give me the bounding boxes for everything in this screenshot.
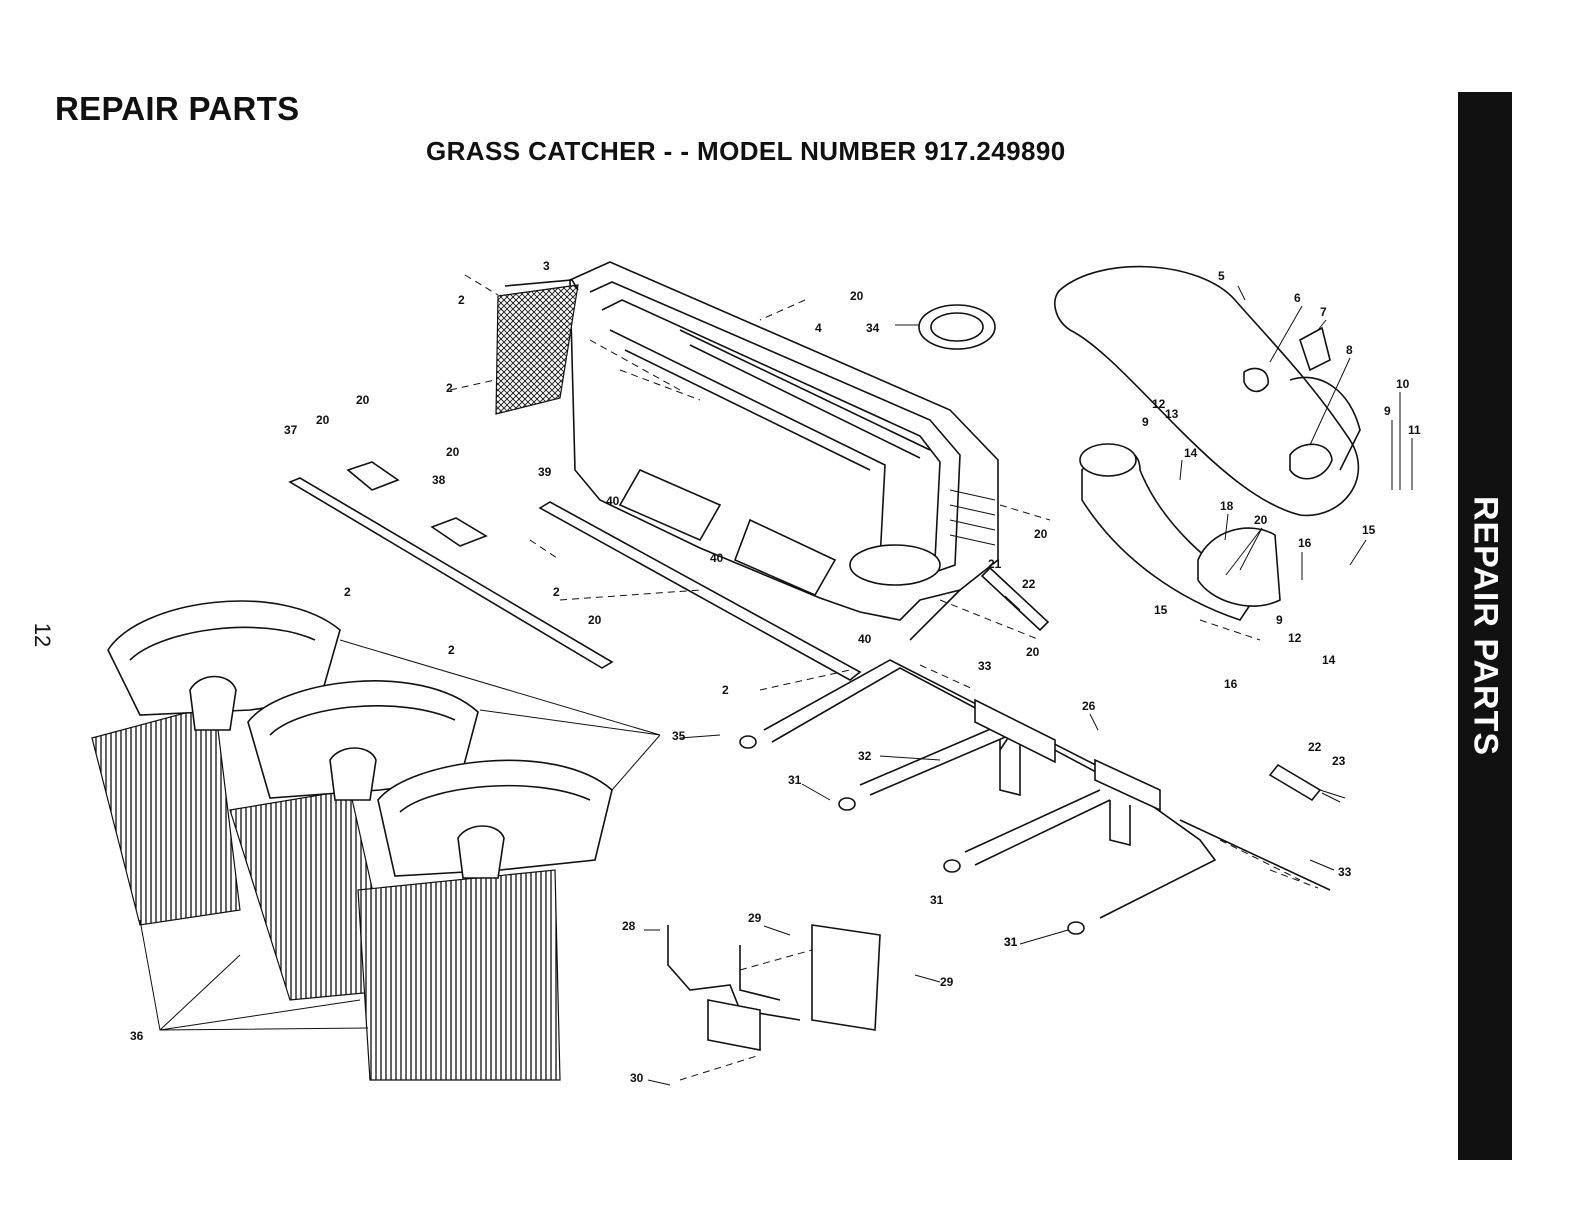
callout-label: 29 xyxy=(748,911,762,925)
callout-label: 20 xyxy=(446,445,460,459)
support-frame-part xyxy=(763,659,1331,919)
callout-label: 16 xyxy=(1298,536,1312,550)
callout-label: 10 xyxy=(1396,377,1410,391)
callout-label: 36 xyxy=(130,1029,144,1043)
callout-label: 12 xyxy=(1288,631,1302,645)
callout-label: 37 xyxy=(284,423,298,437)
callout-label: 28 xyxy=(622,919,636,933)
callout-label: 8 xyxy=(1346,343,1353,357)
callout-label: 40 xyxy=(858,632,872,646)
callout-label: 14 xyxy=(1184,446,1198,460)
callout-label: 31 xyxy=(1004,935,1018,949)
callout-label: 34 xyxy=(866,321,880,335)
side-tab: REPAIR PARTS xyxy=(1458,92,1512,1160)
callout-label: 23 xyxy=(1332,754,1346,768)
chute-part xyxy=(1054,265,1361,621)
callout-label: 2 xyxy=(344,585,351,599)
callout-label: 16 xyxy=(1224,677,1238,691)
callout-label: 18 xyxy=(1220,499,1234,513)
callout-label: 32 xyxy=(858,749,872,763)
bag-frame-part xyxy=(569,261,999,641)
grass-bags-part xyxy=(91,600,661,1081)
callout-label: 12 xyxy=(1152,397,1166,411)
callout-label: 31 xyxy=(788,773,802,787)
callout-label: 22 xyxy=(1308,740,1322,754)
callout-label: 39 xyxy=(538,465,552,479)
callout-label: 14 xyxy=(1322,653,1336,667)
callout-label: 5 xyxy=(1218,269,1225,283)
callout-label: 31 xyxy=(1004,935,1018,949)
callout-label: 38 xyxy=(432,473,446,487)
callout-label: 33 xyxy=(1338,865,1352,879)
baffle-parts xyxy=(288,461,862,681)
callout-label: 26 xyxy=(1082,699,1096,713)
callout-label: 2 xyxy=(553,585,560,599)
callout-label: 20 xyxy=(1026,645,1040,659)
callout-label: 20 xyxy=(316,413,330,427)
spacer-parts xyxy=(739,735,1085,935)
callout-label: 30 xyxy=(630,1071,644,1085)
callout-label: 35 xyxy=(672,729,686,743)
callout-label: 2 xyxy=(446,381,453,395)
callout-label: 2 xyxy=(448,643,455,657)
callout-label: 29 xyxy=(940,975,954,989)
pin-parts xyxy=(980,566,1346,803)
callout-label: 40 xyxy=(606,494,620,508)
callout-label: 9 xyxy=(1384,404,1391,418)
callout-label: 22 xyxy=(1022,577,1036,591)
diagram-subtitle: GRASS CATCHER - - MODEL NUMBER 917.24989… xyxy=(426,136,1066,166)
callout-label: 20 xyxy=(356,393,370,407)
callout-label: 6 xyxy=(1294,291,1301,305)
callout-label: 15 xyxy=(1362,523,1376,537)
callout-leaders xyxy=(644,285,1413,1086)
screen-part xyxy=(495,279,579,415)
callout-label: 20 xyxy=(588,613,602,627)
callout-label: 20 xyxy=(850,289,864,303)
callout-label: 2 xyxy=(722,683,729,697)
callout-label: 15 xyxy=(1154,603,1168,617)
callout-label: 11 xyxy=(1408,423,1421,437)
callout-label: 20 xyxy=(1254,513,1268,527)
callout-label: 31 xyxy=(930,893,944,907)
callout-label: 3 xyxy=(543,259,550,273)
callout-label: 13 xyxy=(1165,407,1179,421)
callout-label: 20 xyxy=(1034,527,1048,541)
callout-label: 9 xyxy=(1142,415,1149,429)
page-title: REPAIR PARTS xyxy=(55,90,300,127)
callout-label: 9 xyxy=(1276,613,1283,627)
callout-label: 21 xyxy=(988,557,1002,571)
callout-label: 40 xyxy=(710,551,724,565)
bag-top-part xyxy=(918,304,996,350)
callout-label: 2 xyxy=(458,293,465,307)
assembly-lines xyxy=(449,274,1319,889)
callout-label: 33 xyxy=(978,659,992,673)
callout-label: 7 xyxy=(1320,305,1327,319)
hitch-bracket-part xyxy=(667,924,881,1081)
callout-numbers: 2 3 2 20 4 34 5 6 7 8 10 9 11 12 13 9 14… xyxy=(130,259,1421,1085)
callout-label: 4 xyxy=(815,321,822,335)
